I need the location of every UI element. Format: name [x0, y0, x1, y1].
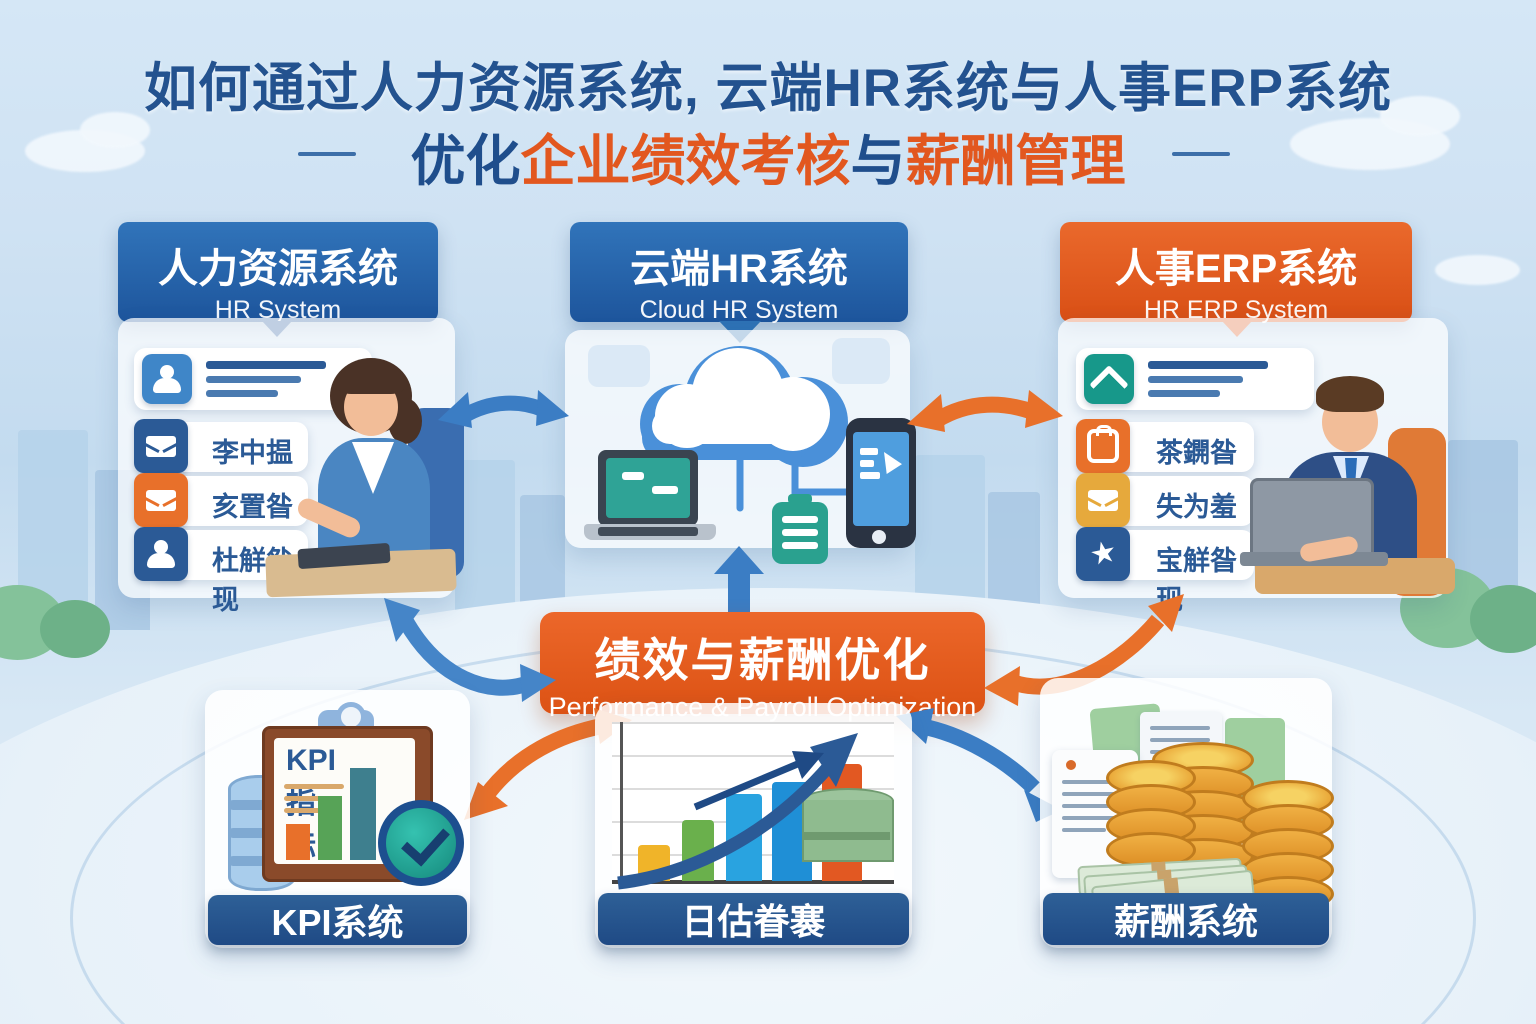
home-button: [872, 530, 886, 544]
bush-decoration: [1470, 585, 1536, 653]
text-line: [782, 529, 818, 536]
cloud-decoration: [1435, 255, 1520, 285]
payroll-band: 薪酬系统: [1043, 893, 1329, 945]
kpi-bar: [318, 796, 342, 860]
title-part-blue: 与: [850, 130, 906, 192]
screen-glyph: [860, 472, 880, 479]
text-line: [284, 796, 332, 801]
cloud-hr-subtitle: Cloud HR System: [639, 296, 839, 324]
text-line: [1148, 390, 1220, 397]
chevron-up-icon: [1084, 354, 1134, 405]
envelope-icon: [1076, 473, 1130, 527]
text-line: [206, 376, 301, 383]
text-line: [1062, 816, 1120, 820]
title-part-orange: 企业绩效考核: [520, 130, 851, 192]
bush-decoration: [40, 600, 110, 658]
envelope-icon: [134, 419, 188, 473]
page-title-line2: 优化企业绩效考核与薪酬管理: [0, 116, 1536, 196]
center-box-title: 绩效与薪酬优化: [594, 634, 931, 686]
up-arrow-icon: [714, 546, 764, 574]
text-line: [1062, 792, 1126, 796]
erp-title: 人事ERP系统: [1114, 247, 1358, 291]
text-line: [1062, 804, 1112, 808]
text-line: [782, 542, 818, 549]
envelope-icon: [134, 473, 188, 527]
document-tab: [788, 494, 812, 504]
text-line: [1150, 726, 1210, 730]
text-line: [782, 516, 818, 523]
screen-glyph: [652, 486, 678, 494]
cloud-to-erp-arrow: [907, 390, 1063, 432]
cash-stack: [802, 788, 894, 862]
text-line: [1062, 780, 1126, 784]
cloud-decoration: [80, 112, 150, 148]
text-line: [1150, 738, 1210, 742]
screen-glyph: [860, 448, 878, 455]
banknotes-icon: [0, 0, 1256, 917]
person-badge-icon: [134, 527, 188, 581]
text-line: [1148, 376, 1243, 383]
city-skyline: [455, 460, 515, 630]
backpack-icon: [1076, 419, 1130, 473]
laptop-keys: [598, 527, 698, 536]
speech-bubble: [832, 338, 890, 384]
up-arrow-shaft: [728, 570, 750, 614]
center-to-erp-arrow: [984, 594, 1184, 706]
bullet-dot: [1066, 760, 1076, 770]
screen-glyph: [860, 460, 874, 467]
text-line: [206, 361, 326, 369]
growth-arrow-icon: [617, 733, 858, 890]
phone-screen: [853, 432, 909, 526]
document-icon: [772, 494, 828, 564]
hr-to-cloud-arrow: [438, 390, 569, 428]
title-dash-left: [298, 152, 356, 156]
kpi-bar: [350, 768, 376, 860]
cloud-hr-header: 云端HR系统 Cloud HR System: [570, 222, 908, 324]
page-title-line1: 如何通过人力资源系统, 云端HR系统与人事ERP系统: [144, 59, 1392, 118]
chart-baseline: [612, 880, 894, 884]
title-part-orange: 薪酬管理: [905, 130, 1126, 192]
performance-payroll-box: 绩效与薪酬优化 Performance & Payroll Optimizati…: [540, 612, 985, 722]
hr-to-center-arrow: [384, 598, 556, 702]
hair-fringe: [338, 362, 404, 394]
kpi-band: KPI系统: [208, 895, 467, 945]
speech-bubble: [588, 345, 650, 387]
cloud-hr-title: 云端HR系统: [630, 247, 848, 291]
text-line: [284, 808, 338, 813]
screen-glyph: [622, 472, 644, 480]
person-icon: [142, 354, 192, 404]
cloud-decoration: [1380, 96, 1460, 136]
check-icon: [386, 808, 456, 878]
hr-system-header: 人力资源系统 HR System: [118, 222, 438, 324]
kpi-bar: [286, 824, 310, 860]
title-dash-right: [1172, 152, 1230, 156]
check-mark: [401, 816, 450, 867]
profile-card: [1076, 348, 1314, 410]
text-line: [1062, 828, 1106, 832]
chart-axis: [620, 722, 623, 885]
title-part-blue: 优化: [410, 130, 521, 192]
star-badge-icon: ★: [1076, 527, 1130, 581]
hr-system-title: 人力资源系统: [158, 247, 398, 291]
review-band: 日估眷褰: [598, 893, 909, 945]
coins-icon: [1106, 760, 1196, 868]
erp-header: 人事ERP系统 HR ERP System: [1060, 222, 1412, 324]
hair: [1316, 376, 1384, 412]
text-line: [206, 390, 278, 397]
text-line: [1148, 361, 1268, 369]
text-line: [284, 784, 344, 789]
